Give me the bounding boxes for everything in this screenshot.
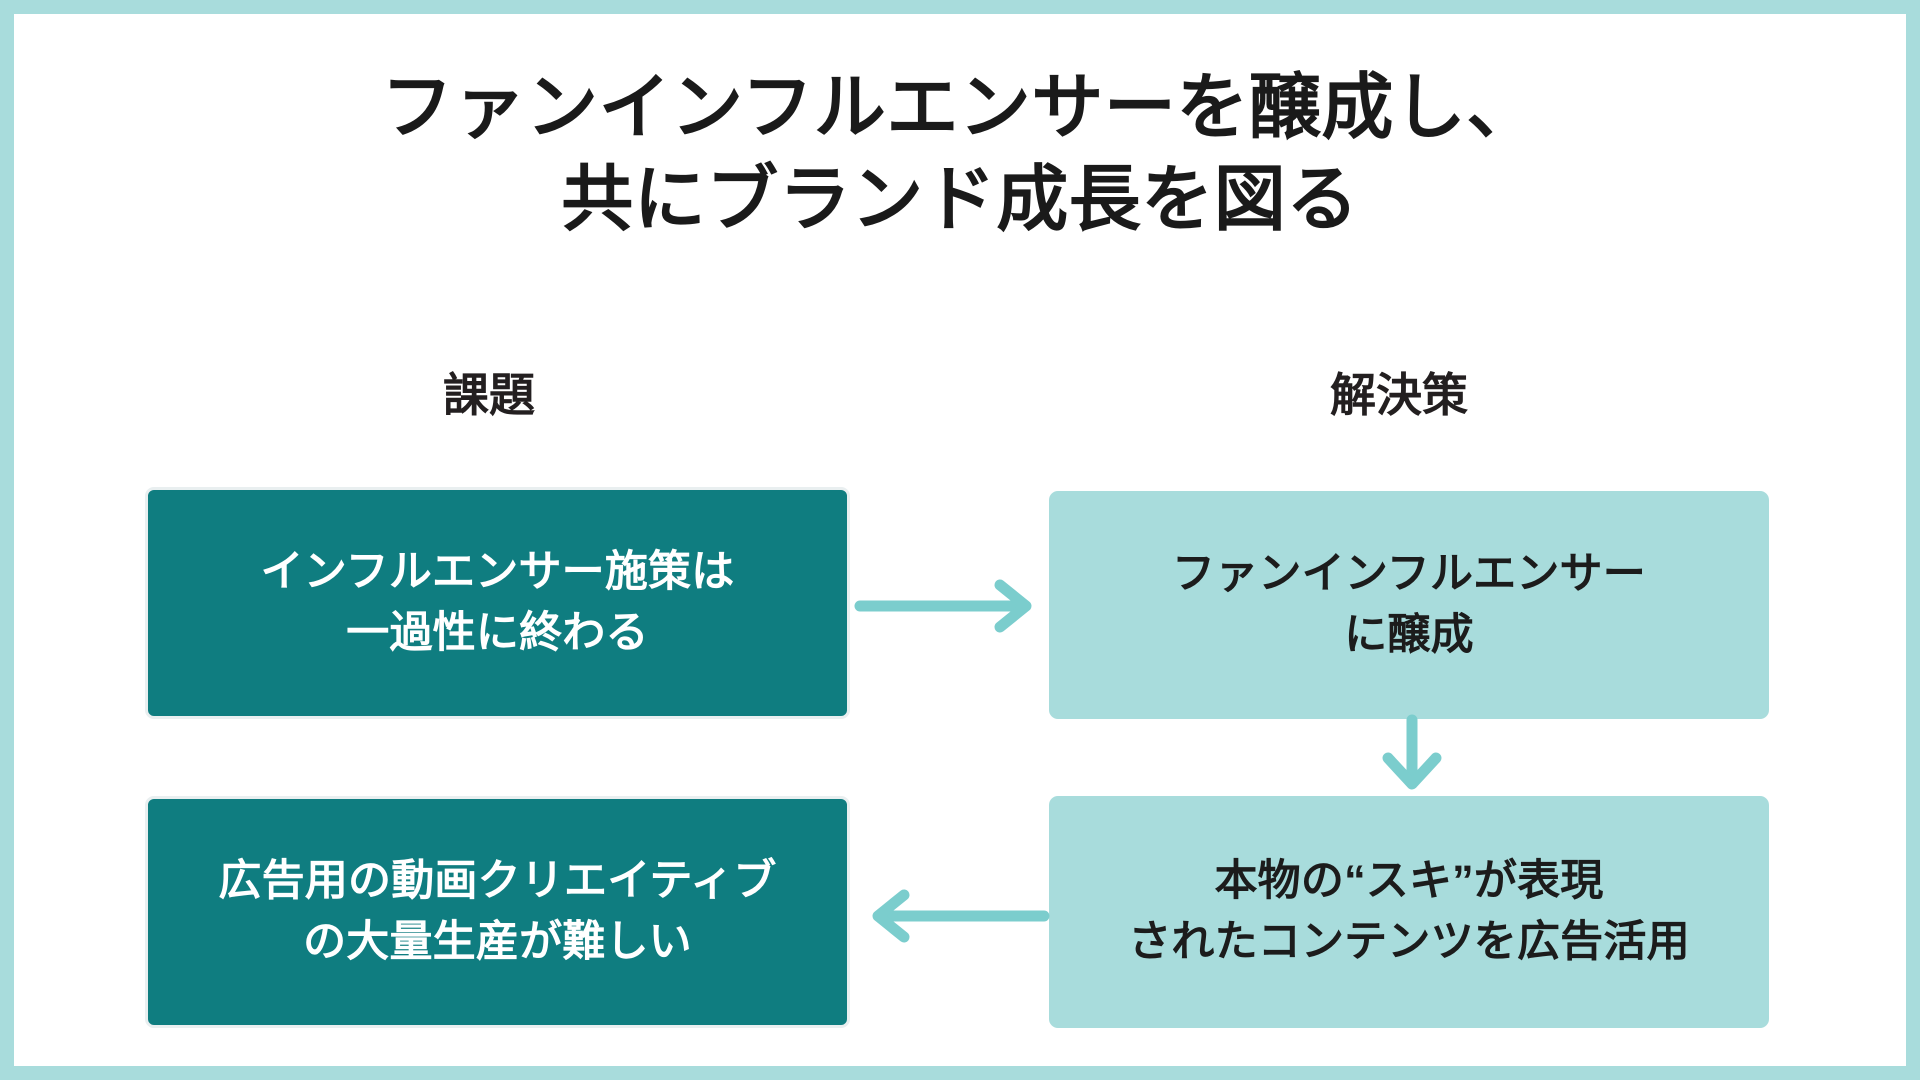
problem-box-2: 広告用の動画クリエイティブ の大量生産が難しい xyxy=(145,796,850,1028)
problem-box-2-line-2: の大量生産が難しい xyxy=(303,918,692,966)
page-title: ファンインフルエンサーを醸成し、 共にブランド成長を図る xyxy=(14,62,1906,246)
problem-box-2-text: 広告用の動画クリエイティブ の大量生産が難しい xyxy=(218,851,776,973)
solution-box-2-line-2: されたコンテンツを広告活用 xyxy=(1128,918,1690,966)
problem-box-1-line-1: インフルエンサー施策は xyxy=(260,547,735,596)
solution-box-1-line-2: に醸成 xyxy=(1344,611,1474,659)
page-title-line-2: 共にブランド成長を図る xyxy=(561,160,1359,241)
problem-box-1-line-2: 一過性に終わる xyxy=(346,609,649,657)
slide-canvas: ファンインフルエンサーを醸成し、 共にブランド成長を図る 課題 解決策 インフル… xyxy=(14,14,1906,1066)
arrow-right-icon xyxy=(854,579,1032,633)
problem-box-1-text: インフルエンサー施策は 一過性に終わる xyxy=(261,542,735,664)
arrow-down-icon xyxy=(1382,714,1442,790)
column-header-solution: 解決策 xyxy=(1330,369,1468,421)
solution-box-1-line-1: ファンインフルエンサー xyxy=(1172,549,1646,598)
problem-box-1: インフルエンサー施策は 一過性に終わる xyxy=(145,487,850,719)
solution-box-1: ファンインフルエンサー に醸成 xyxy=(1049,491,1769,719)
column-header-problem: 課題 xyxy=(443,369,535,421)
problem-box-2-line-1: 広告用の動画クリエイティブ xyxy=(218,856,777,905)
solution-box-2: 本物の“スキ”が表現 されたコンテンツを広告活用 xyxy=(1049,796,1769,1028)
arrow-left-icon xyxy=(872,889,1050,943)
page-title-line-1: ファンインフルエンサーを醸成し、 xyxy=(381,68,1539,148)
solution-box-2-line-1: 本物の“スキ”が表現 xyxy=(1214,856,1604,905)
solution-box-2-text: 本物の“スキ”が表現 されたコンテンツを広告活用 xyxy=(1128,851,1690,973)
solution-box-1-text: ファンインフルエンサー に醸成 xyxy=(1172,544,1646,666)
